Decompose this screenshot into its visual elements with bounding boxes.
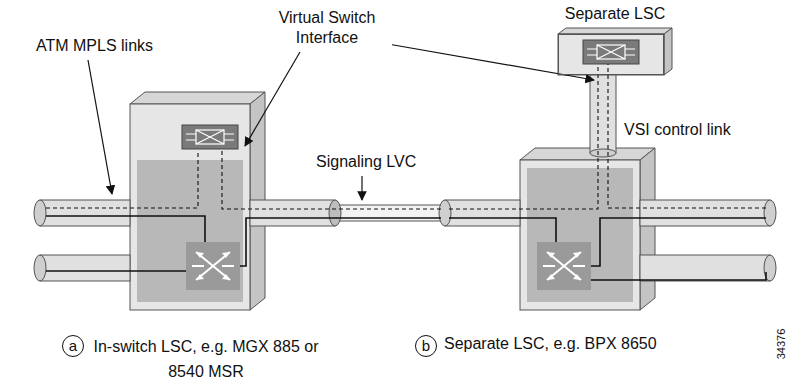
link-label: ATM MPLS links <box>36 36 153 56</box>
caption-text: In-switch LSC, e.g. MGX 885 or 8540 MSR <box>90 334 322 384</box>
callout-circle: b <box>415 335 437 357</box>
lsc-frame <box>558 34 664 75</box>
callout-letter: a <box>69 338 77 354</box>
lsc-box: Separate LSC <box>553 4 677 76</box>
callout-circle: a <box>62 335 84 357</box>
figure-number: 34376 <box>774 324 788 364</box>
callout-letter: b <box>422 338 430 354</box>
caption-text: Separate LSC, e.g. BPX 8650 <box>444 334 657 354</box>
lvc-label: Signaling LVC <box>316 152 416 172</box>
interface-label: Virtual Switch Interface <box>262 8 392 48</box>
link-label: VSI control link <box>624 120 731 140</box>
box-heading: Separate LSC <box>553 4 677 24</box>
